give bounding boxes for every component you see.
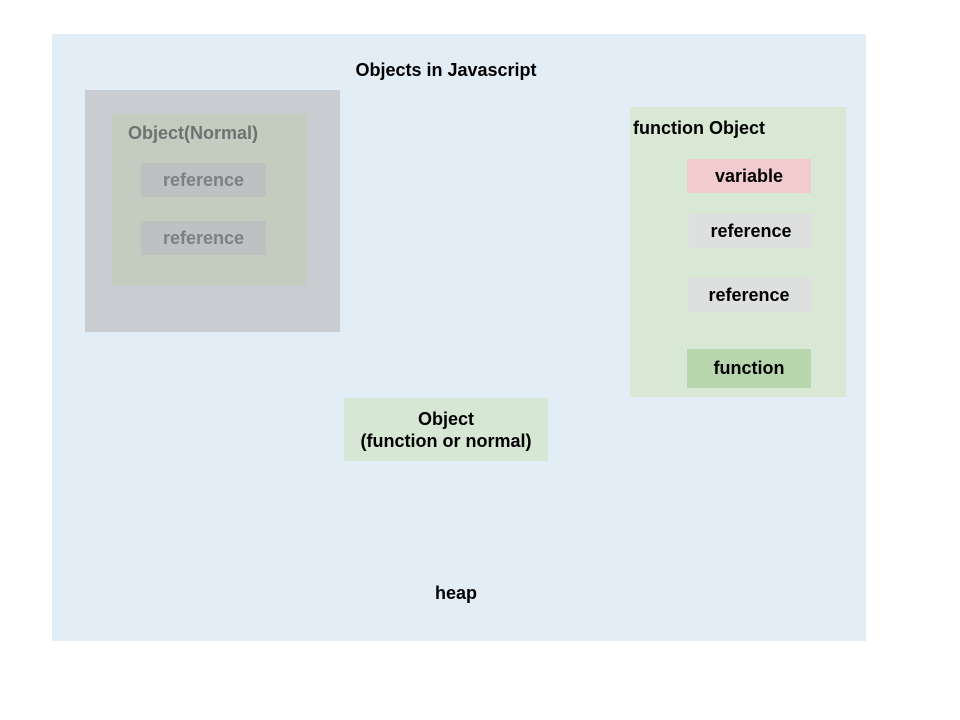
normal-object-reference-2: reference: [141, 221, 266, 255]
function-object-variable: variable: [687, 159, 811, 193]
function-object-reference-1: reference: [689, 214, 813, 248]
center-object-line-2: (function or normal): [360, 430, 532, 451]
center-object-box: Object (function or normal): [344, 398, 548, 461]
function-object-function: function: [687, 349, 811, 388]
center-object-line-1: Object: [417, 408, 474, 429]
normal-object-inner-box: [112, 113, 306, 285]
function-object-title: function Object: [633, 118, 765, 138]
heap-label: heap: [434, 583, 477, 603]
function-object-box: [630, 107, 846, 397]
diagram-title: Objects in Javascript: [355, 60, 537, 80]
normal-object-reference-1: reference: [141, 163, 266, 197]
normal-object-title: Object(Normal): [128, 123, 259, 143]
function-object-reference-2: reference: [687, 278, 811, 312]
